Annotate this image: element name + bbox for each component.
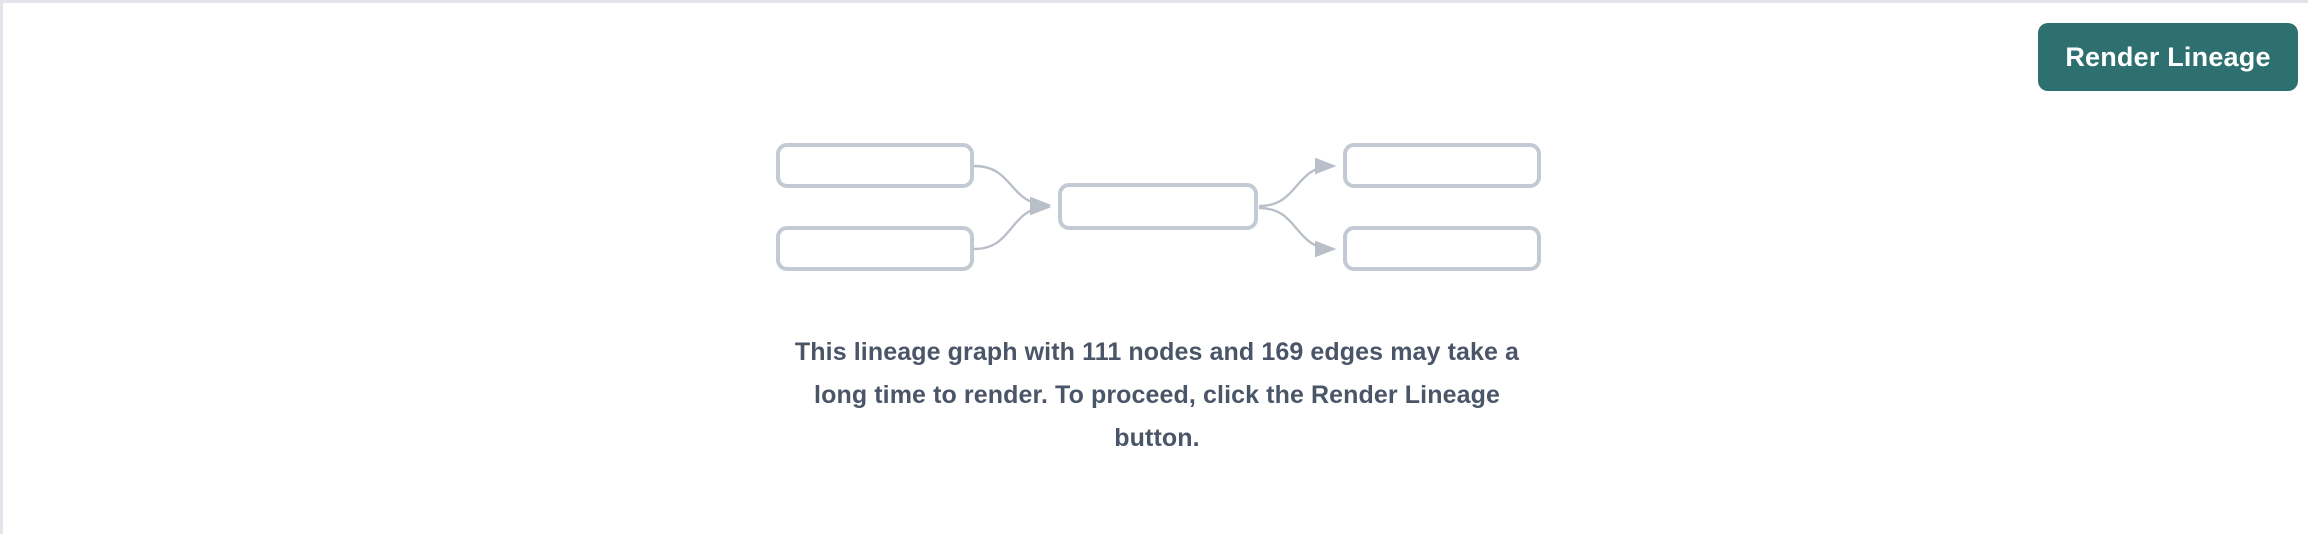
lineage-warning-message: This lineage graph with 111 nodes and 16… <box>794 338 1520 452</box>
render-lineage-button[interactable]: Render Lineage <box>2038 23 2298 91</box>
lineage-node-source-b <box>776 226 974 271</box>
edge-source-b-to-center <box>973 198 1052 251</box>
lineage-node-target-b <box>1343 226 1541 271</box>
lineage-node-center <box>1058 183 1258 230</box>
edge-source-a-to-center <box>973 164 1052 214</box>
lineage-node-source-a <box>776 143 974 188</box>
edge-center-to-target-b <box>1258 206 1337 258</box>
edge-center-to-target-a <box>1258 157 1337 208</box>
lineage-node-target-a <box>1343 143 1541 188</box>
